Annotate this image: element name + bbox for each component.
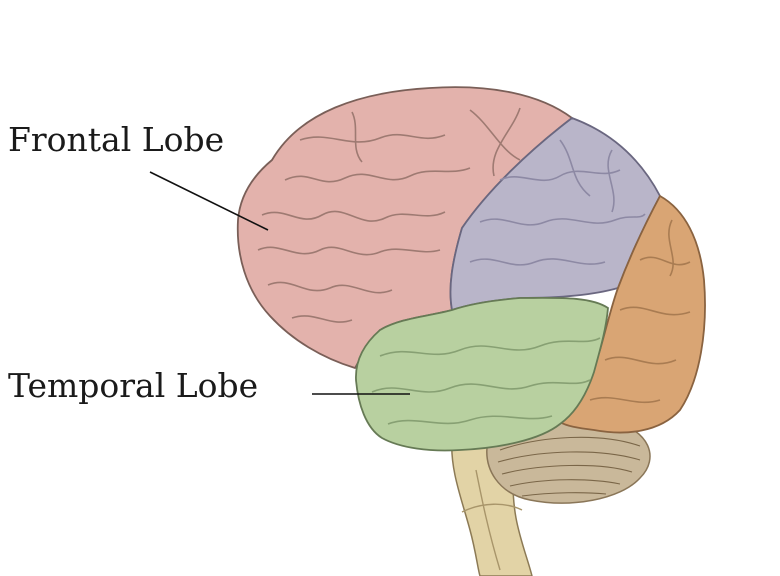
- frontal-leader-line: [149, 171, 269, 231]
- cerebellum-folia: [497, 436, 641, 497]
- brainstem-band: [461, 503, 523, 513]
- temporal-gyri: [371, 337, 601, 425]
- occipital-gyri: [589, 219, 691, 404]
- parietal-gyri: [469, 139, 646, 266]
- temporal-lobe: [355, 296, 609, 452]
- temporal-lobe-label: Temporal Lobe: [8, 366, 259, 405]
- brainstem-groove: [475, 469, 501, 571]
- frontal-lobe-label: Frontal Lobe: [8, 120, 225, 159]
- frontal-gyri: [257, 107, 521, 323]
- occipital-lobe: [558, 194, 706, 434]
